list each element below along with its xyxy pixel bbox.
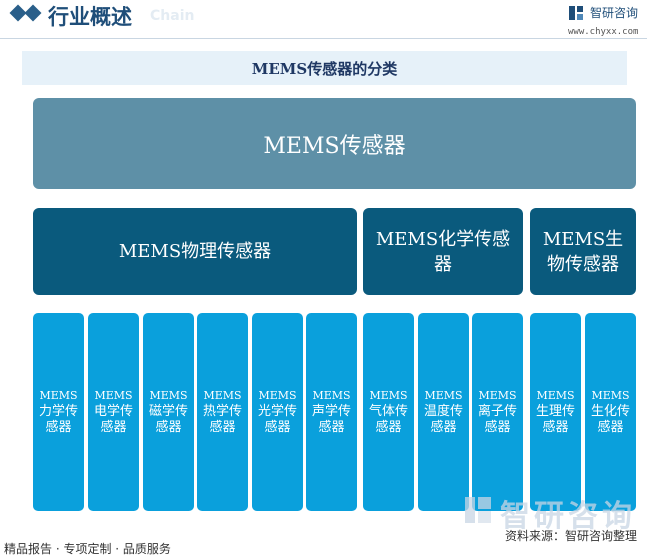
leaf-prefix: MEMS [424, 388, 463, 402]
header-ghost-text: Chain [150, 8, 195, 24]
brand-url: www.chyxx.com [568, 27, 639, 37]
category-chemical: MEMS化学传感器 [363, 208, 523, 295]
leaf-node: MEMS 声学传感器 [306, 313, 357, 511]
leaf-node: MEMS 磁学传感器 [143, 313, 194, 511]
leaf-prefix: MEMS [39, 388, 78, 402]
category-biological: MEMS生物传感器 [530, 208, 636, 295]
leaf-label: 离子传感器 [477, 403, 517, 435]
diagram-title: MEMS传感器的分类 [22, 51, 627, 85]
leaf-label: 声学传感器 [311, 403, 351, 435]
leaf-node: MEMS 生化传感器 [585, 313, 636, 511]
leaf-label: 生化传感器 [590, 403, 630, 435]
leaf-node: MEMS 光学传感器 [252, 313, 303, 511]
leaf-node: MEMS 气体传感器 [363, 313, 414, 511]
leaf-prefix: MEMS [258, 388, 297, 402]
leaf-label: 热学传感器 [202, 403, 242, 435]
leaf-label: 力学传感器 [38, 403, 78, 435]
leaf-prefix: MEMS [94, 388, 133, 402]
leaf-label: 生理传感器 [535, 403, 575, 435]
footer-slogan: 精品报告 · 专项定制 · 品质服务 [4, 542, 171, 556]
leaf-node: MEMS 离子传感器 [472, 313, 523, 511]
root-node: MEMS传感器 [33, 98, 636, 189]
brand-logo-icon [569, 6, 583, 20]
leaf-prefix: MEMS [536, 388, 575, 402]
leaf-node: MEMS 温度传感器 [418, 313, 469, 511]
watermark-logo-icon [465, 497, 491, 523]
leaf-prefix: MEMS [312, 388, 351, 402]
leaf-prefix: MEMS [203, 388, 242, 402]
diamond-icon [24, 4, 42, 22]
page-header: 行业概述 Chain 智研咨询 www.chyxx.com [0, 0, 647, 37]
leaf-prefix: MEMS [369, 388, 408, 402]
leaf-node: MEMS 电学传感器 [88, 313, 139, 511]
leaf-prefix: MEMS [478, 388, 517, 402]
leaf-node: MEMS 热学传感器 [197, 313, 248, 511]
brand-name: 智研咨询 [590, 6, 639, 20]
leaf-label: 气体传感器 [368, 403, 408, 435]
leaf-label: 电学传感器 [93, 403, 133, 435]
leaf-node: MEMS 力学传感器 [33, 313, 84, 511]
footer-source: 资料来源：智研咨询整理 [504, 529, 637, 543]
section-title: 行业概述 [48, 5, 132, 29]
leaf-node: MEMS 生理传感器 [530, 313, 581, 511]
leaf-prefix: MEMS [591, 388, 630, 402]
header-divider [0, 38, 647, 39]
leaf-label: 光学传感器 [257, 403, 297, 435]
watermark-text: 智研咨询 [500, 499, 636, 534]
leaf-label: 温度传感器 [423, 403, 463, 435]
leaf-prefix: MEMS [149, 388, 188, 402]
leaf-label: 磁学传感器 [148, 403, 188, 435]
category-physical: MEMS物理传感器 [33, 208, 357, 295]
